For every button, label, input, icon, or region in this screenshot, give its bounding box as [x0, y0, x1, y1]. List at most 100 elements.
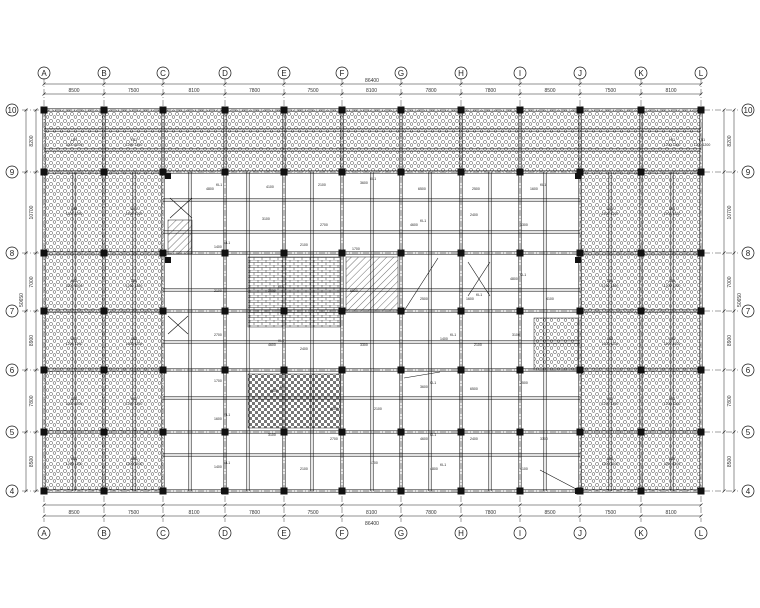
- grid-bubble-right-7-label: 7: [746, 307, 751, 316]
- grid-bubble-right-5-label: 5: [746, 428, 751, 437]
- grid-bubble-bottom-C-circle: [156, 526, 170, 540]
- axis-lines: [22, 78, 738, 522]
- grid-bubble-right-8-circle: [741, 246, 755, 260]
- column-H8: [457, 249, 465, 257]
- grid-bubble-left-6-circle: [5, 363, 19, 377]
- beam-dim-text: 3300: [360, 343, 368, 347]
- column-L4: [697, 487, 705, 495]
- beam-tag: KL1: [450, 333, 456, 337]
- column-D5: [221, 428, 229, 436]
- slab-top-band: [44, 110, 701, 172]
- grid-bubble-left-4-circle: [5, 484, 19, 498]
- beam-tag: KL1: [280, 385, 286, 389]
- beam-dim-text: 2400: [470, 213, 478, 217]
- grid-bubble-top-L-label: L: [699, 69, 704, 78]
- column-B6: [100, 366, 108, 374]
- slab-tag-size: 1200 1200: [602, 342, 619, 346]
- beam-dim-text: 2500: [472, 187, 480, 191]
- grid-bubble-top-C-label: C: [160, 69, 166, 78]
- beam-tag: KL1: [278, 285, 284, 289]
- grid-bubble-top-F-label: F: [340, 69, 345, 78]
- dim-text-top: 7800: [249, 88, 260, 94]
- beam-dim-text: 3100: [262, 217, 270, 221]
- slab-tag: LB1: [71, 457, 77, 461]
- beam-tag: KL1: [216, 183, 222, 187]
- column-L6: [697, 366, 705, 374]
- column-D10: [221, 106, 229, 114]
- dim-text-left: 8500: [29, 456, 35, 467]
- slab-tag: LB1: [607, 279, 613, 283]
- grid-bubble-left-10-circle: [5, 103, 19, 117]
- slab-tag-size: 1200 1200: [602, 284, 619, 288]
- column-I7: [516, 307, 524, 315]
- column-C7: [159, 307, 167, 315]
- slab-checker-zone: [247, 373, 341, 429]
- slab-tag-size: 1200 1200: [126, 143, 143, 147]
- column-E10: [280, 106, 288, 114]
- dim-text-bottom: 7500: [605, 510, 616, 516]
- grid-bubble-bottom-F-circle: [335, 526, 349, 540]
- column-C9: [159, 168, 167, 176]
- grid-bubble-bottom-J-label: J: [578, 529, 582, 538]
- beam-dim-text: 3600: [360, 181, 368, 185]
- beam-dim-text: 1400: [214, 465, 222, 469]
- shaft-diagonal: [539, 469, 579, 491]
- dim-text-bottom: 8100: [665, 510, 676, 516]
- overall-dim-top: 86400: [365, 78, 379, 84]
- grid-bubble-top-A-label: A: [41, 69, 47, 78]
- grid-bubble-bottom-D-circle: [218, 526, 232, 540]
- slab-tag-size: 1200 1200: [664, 462, 681, 466]
- dimension-lines: 8500850075007500810081007800780075007500…: [19, 78, 743, 527]
- beam-dim-text: 6500: [470, 387, 478, 391]
- column-extra: [575, 257, 581, 263]
- dim-text-left: 7000: [29, 276, 35, 287]
- beam-tag: KL1: [440, 463, 446, 467]
- column-E5: [280, 428, 288, 436]
- grid-bubble-bottom-C-label: C: [160, 529, 166, 538]
- dim-text-right: 10700: [727, 205, 733, 219]
- column-D8: [221, 249, 229, 257]
- column-H10: [457, 106, 465, 114]
- slab-tag-size: 1200 1200: [126, 402, 143, 406]
- slab-brick-zone: [247, 256, 341, 328]
- column-K8: [637, 249, 645, 257]
- grid-bubble-top-J-label: J: [578, 69, 582, 78]
- dim-text-bottom: 7500: [128, 510, 139, 516]
- grid-bubble-top-E-label: E: [281, 69, 286, 78]
- beam-dim-text: 2100: [474, 343, 482, 347]
- beam-dim-text: 4100: [546, 297, 554, 301]
- beam-dim-text: 1700: [370, 461, 378, 465]
- column-G7: [397, 307, 405, 315]
- dim-text-top: 7500: [307, 88, 318, 94]
- beam-dim-text: 1600: [466, 297, 474, 301]
- slab-tag: LB1: [669, 457, 675, 461]
- beam-dim-text: 4100: [520, 467, 528, 471]
- grid-bubble-bottom-H-label: H: [458, 529, 464, 538]
- beam-dim-text: 1700: [214, 379, 222, 383]
- slab-tag-size: 1200 1200: [66, 143, 83, 147]
- beam-dim-text: 3600: [268, 289, 276, 293]
- dim-text-top: 7800: [485, 88, 496, 94]
- dim-text-top: 8500: [68, 88, 79, 94]
- slab-tag-size: 1200 1200: [66, 212, 83, 216]
- column-A7: [40, 307, 48, 315]
- grid-bubble-left-6-label: 6: [10, 366, 15, 375]
- column-G10: [397, 106, 405, 114]
- slab-tag: LB1: [71, 337, 77, 341]
- slab-tag-size: 1200 1200: [126, 284, 143, 288]
- grid-bubble-right-10-circle: [741, 103, 755, 117]
- slab-tag: LB1: [131, 138, 137, 142]
- slab-tag: LB1: [71, 138, 77, 142]
- grid-bubble-left-7-circle: [5, 304, 19, 318]
- grid-bubble-bottom-H-circle: [454, 526, 468, 540]
- grid-bubble-right-10-label: 10: [744, 106, 753, 115]
- grid-bubble-left-8-circle: [5, 246, 19, 260]
- slab-tag-size: 1200 1200: [664, 143, 681, 147]
- slab-tag: LB1: [669, 337, 675, 341]
- column-K6: [637, 366, 645, 374]
- grid-bubble-top-H-label: H: [458, 69, 464, 78]
- column-K9: [637, 168, 645, 176]
- grid-bubble-right-9-circle: [741, 165, 755, 179]
- grid-bubble-top-K-label: K: [638, 69, 644, 78]
